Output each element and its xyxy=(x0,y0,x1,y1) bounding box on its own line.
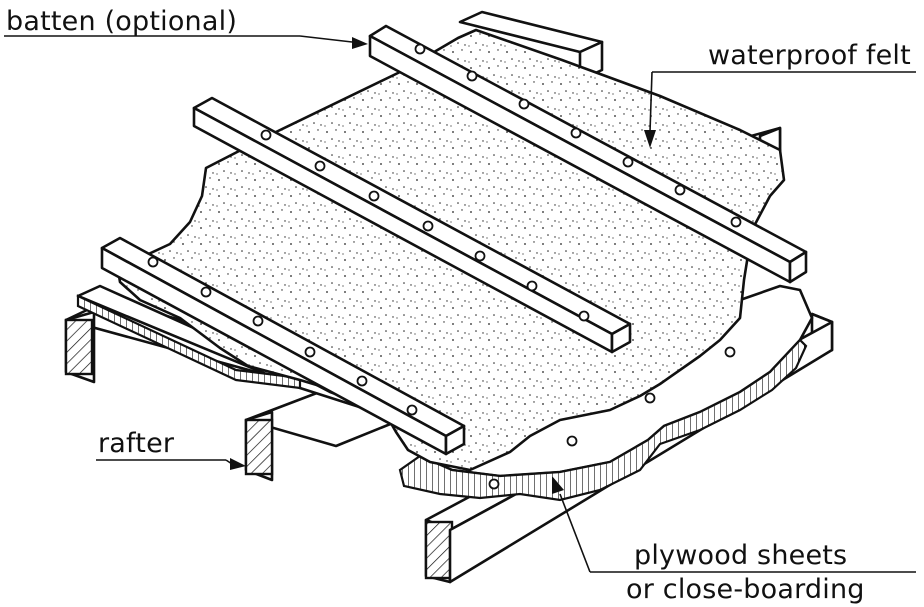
leader-plywood xyxy=(552,476,916,573)
label-rafter: rafter xyxy=(98,428,175,459)
leader-rafter xyxy=(96,458,246,470)
label-plywood-line2: or close-boarding xyxy=(626,574,865,605)
batten-middle xyxy=(192,96,632,354)
batten-bottom xyxy=(100,236,466,456)
label-waterproof-felt: waterproof felt xyxy=(708,40,911,71)
label-plywood-line1: plywood sheets xyxy=(634,540,848,571)
leader-batten xyxy=(4,35,368,49)
batten-top xyxy=(368,24,808,284)
label-batten: batten (optional) xyxy=(6,6,238,37)
leader-felt xyxy=(644,71,916,148)
